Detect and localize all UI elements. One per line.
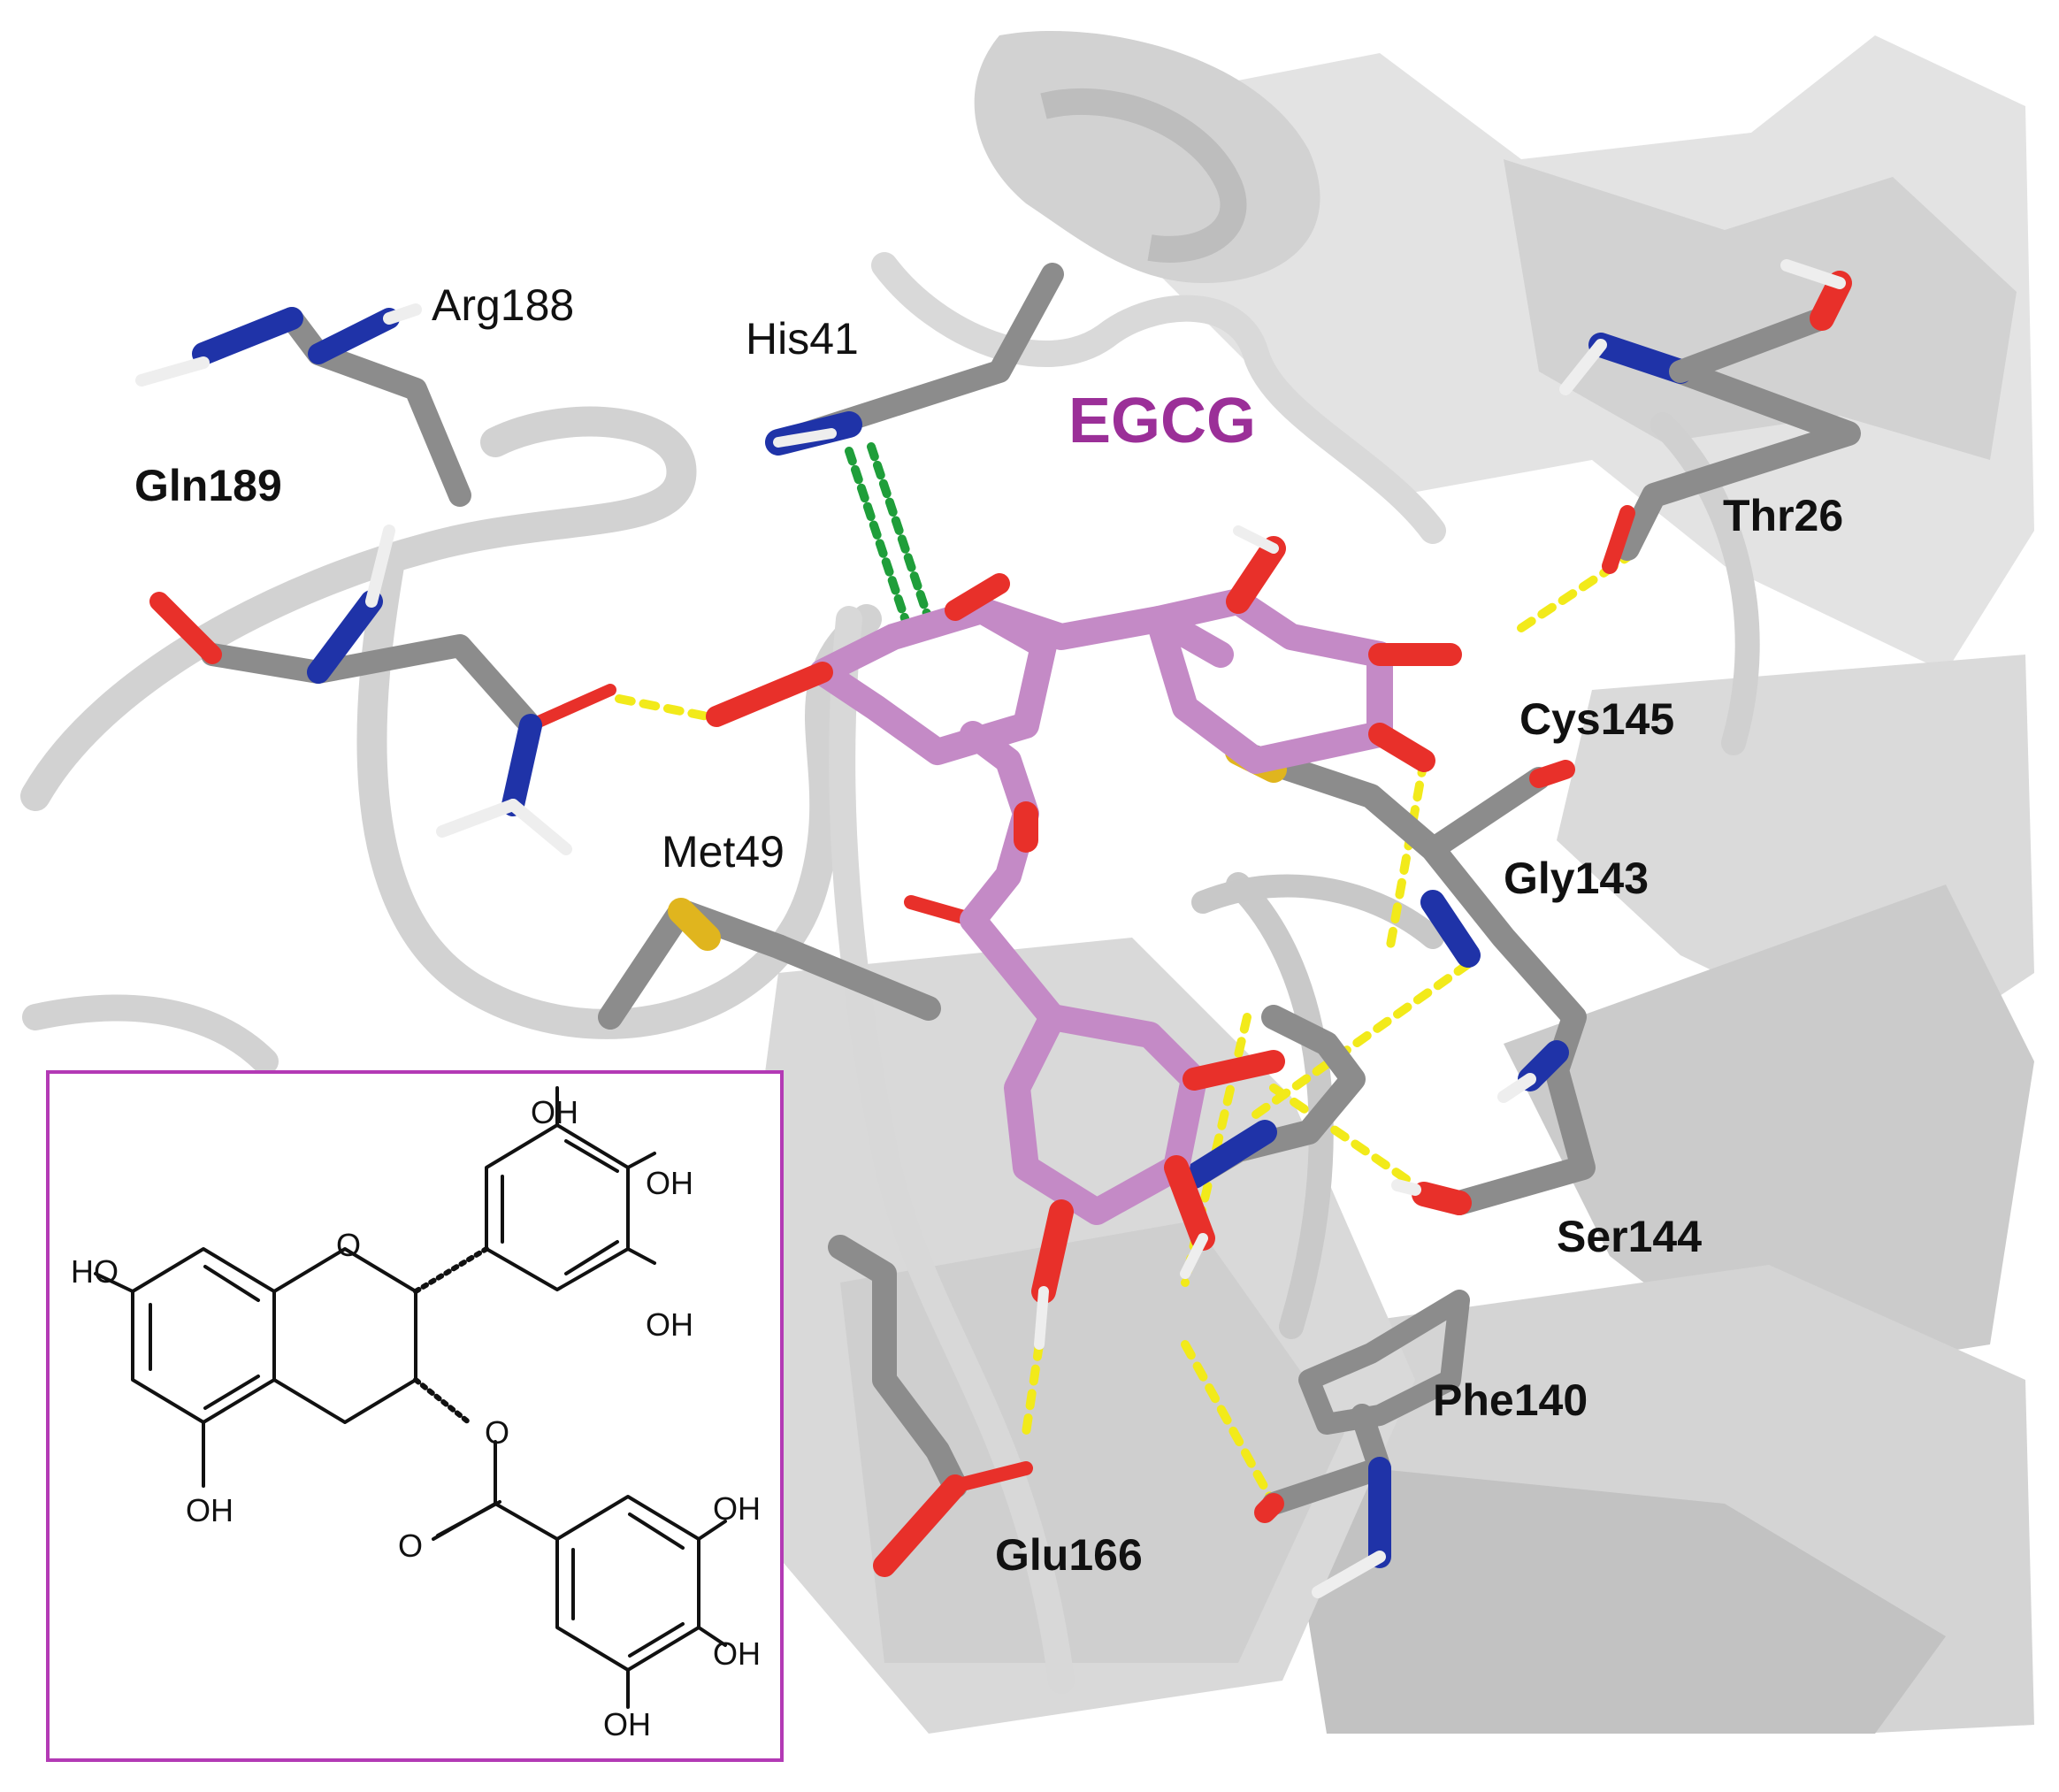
- inset-oh-label-3: OH: [646, 1165, 693, 1201]
- label-thr26: Thr26: [1723, 491, 1843, 540]
- residue-sticks: [135, 259, 1861, 1598]
- inset-ho-label: HO: [71, 1253, 119, 1290]
- residue-glu166-sticks: [828, 1235, 1033, 1577]
- residue-arg188-sticks: [135, 303, 471, 507]
- inset-oh-label-4: OH: [646, 1306, 693, 1343]
- hbond-cys145: [1384, 756, 1428, 960]
- label-met49: Met49: [662, 827, 785, 877]
- hbond-gln189: [615, 694, 712, 721]
- residue-gln189-sticks: [149, 525, 616, 855]
- label-egcg: EGCG: [1068, 386, 1256, 456]
- residue-thr26-sticks: [1559, 259, 1861, 574]
- hbond-gly143: [1251, 960, 1473, 1119]
- structure-inset: HO O OH OH OH OH O O OH OH OH: [46, 1070, 784, 1762]
- label-cys145: Cys145: [1519, 694, 1674, 744]
- label-glu166: Glu166: [995, 1530, 1143, 1580]
- label-ser144: Ser144: [1557, 1212, 1702, 1261]
- inset-border: [46, 1070, 784, 1762]
- pi-interaction: [845, 442, 938, 641]
- inset-oh-label-1: OH: [186, 1492, 233, 1528]
- inset-oh-label-5: OH: [713, 1490, 761, 1527]
- residue-his41-sticks: [765, 263, 1064, 456]
- inset-carbonyl-o-label: O: [398, 1528, 423, 1564]
- label-gly143: Gly143: [1504, 854, 1649, 903]
- inset-ring-o-label: O: [336, 1227, 361, 1263]
- label-his41: His41: [746, 314, 859, 364]
- inset-ester-o-label: O: [485, 1414, 509, 1451]
- egcg-2d-structure: [94, 1086, 727, 1709]
- residue-backbone-sticks: [1182, 739, 1596, 1215]
- hbond-glu166: [1022, 1340, 1044, 1437]
- inset-oh-label-7: OH: [603, 1706, 651, 1742]
- inset-oh-label-2: OH: [531, 1094, 578, 1130]
- residue-phe140-sticks: [1254, 1290, 1470, 1598]
- residue-labels: Arg188 His41 Gln189 Thr26 Cys145 Met49 G…: [134, 280, 1843, 1580]
- label-gln189: Gln189: [134, 461, 282, 510]
- inset-oh-label-6: OH: [713, 1635, 761, 1672]
- hbond-ser144: [1269, 1084, 1420, 1190]
- label-phe140: Phe140: [1433, 1375, 1588, 1425]
- residue-met49-sticks: [598, 898, 941, 1030]
- egcg-ligand-sticks: [706, 525, 1462, 1350]
- label-arg188: Arg188: [432, 280, 574, 330]
- hbond-phe140-b: [1181, 1340, 1278, 1508]
